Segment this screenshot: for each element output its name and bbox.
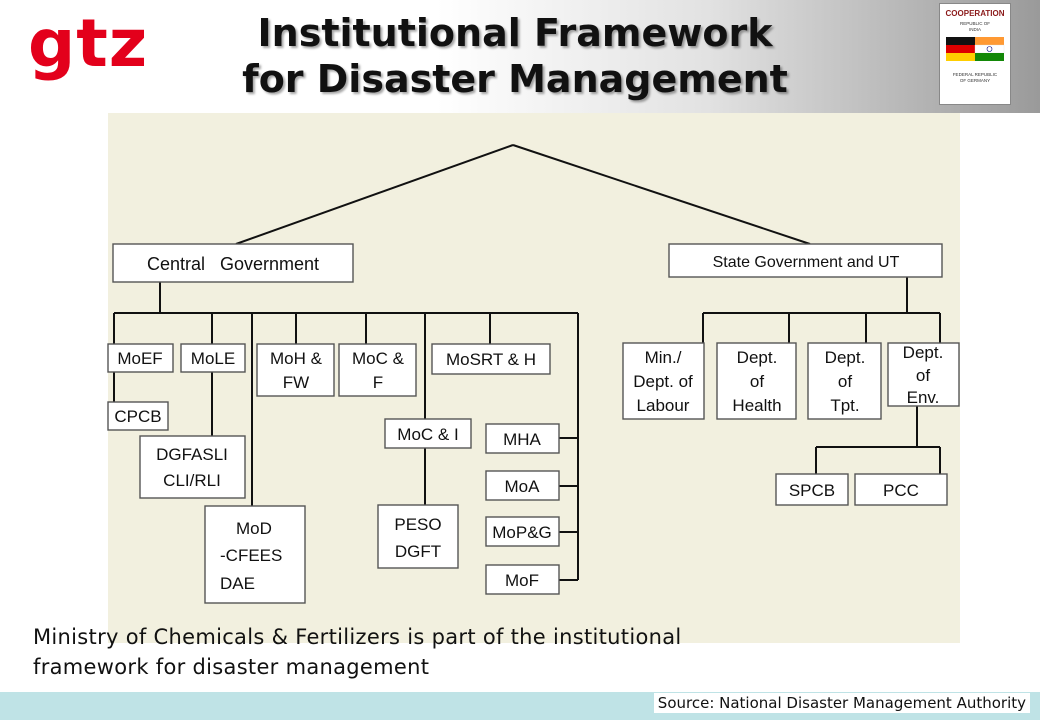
box-mohfw: [256, 343, 335, 397]
label-mod-3: DAE: [220, 574, 255, 593]
label-mopg: MoP&G: [492, 523, 552, 542]
cooperation-badge: COOPERATION REPUBLIC OF INDIA FEDERAL RE…: [939, 3, 1011, 105]
org-boxes: [107, 243, 960, 604]
label-mod-2: -CFEES: [220, 546, 282, 565]
label-health-2: of: [750, 372, 764, 391]
box-mole: [180, 343, 246, 373]
label-mha: MHA: [503, 430, 541, 449]
org-labels: Central Government State Government and …: [114, 254, 943, 593]
box-labour: [622, 342, 705, 420]
label-labour-2: Dept. of: [633, 372, 693, 391]
caption: Ministry of Chemicals & Fertilizers is p…: [33, 622, 933, 682]
label-cpcb: CPCB: [114, 407, 161, 426]
source-credit: Source: National Disaster Management Aut…: [653, 693, 1030, 713]
label-pcc: PCC: [883, 481, 919, 500]
box-mocf: [338, 343, 417, 397]
box-pcc: [854, 473, 948, 506]
box-mof: [485, 564, 560, 595]
badge-bottom-line-2: OF GERMANY: [960, 78, 990, 83]
box-spcb: [775, 473, 849, 506]
badge-bottom-line-1: FEDERAL REPUBLIC: [953, 72, 998, 77]
page-title: Institutional Framework for Disaster Man…: [200, 10, 830, 102]
label-tpt-2: of: [838, 372, 852, 391]
title-line-2: for Disaster Management: [242, 57, 788, 101]
gtz-logo: gtz: [28, 5, 149, 82]
title-line-1: Institutional Framework: [257, 11, 773, 55]
label-moa: MoA: [505, 477, 541, 496]
label-env-1: Dept.: [903, 343, 944, 362]
box-mosrth: [431, 343, 551, 375]
label-mocf-1: MoC &: [352, 349, 405, 368]
box-mopg: [485, 516, 560, 547]
label-mocf-2: F: [373, 373, 383, 392]
label-mof: MoF: [505, 571, 539, 590]
label-peso-2: DGFT: [395, 542, 441, 561]
box-tpt: [807, 342, 882, 420]
label-labour-3: Labour: [637, 396, 690, 415]
label-state-government: State Government and UT: [713, 254, 900, 271]
label-dgfasli-2: CLI/RLI: [163, 471, 221, 490]
box-moa: [485, 470, 560, 501]
label-moci: MoC & I: [397, 425, 458, 444]
label-peso-1: PESO: [394, 515, 441, 534]
label-labour-1: Min./: [645, 348, 682, 367]
label-mohfw-1: MoH &: [270, 349, 323, 368]
label-moef: MoEF: [117, 349, 162, 368]
label-mole: MoLE: [191, 349, 235, 368]
box-moci: [384, 418, 472, 449]
badge-heading: COOPERATION: [946, 9, 1005, 18]
badge-top-line-1: REPUBLIC OF: [960, 21, 990, 26]
box-mod: [204, 505, 306, 604]
caption-line-1: Ministry of Chemicals & Fertilizers is p…: [33, 625, 682, 649]
cooperation-flags-icon: COOPERATION REPUBLIC OF INDIA FEDERAL RE…: [946, 9, 1005, 83]
box-env: [887, 342, 960, 407]
box-health: [716, 342, 797, 420]
label-tpt-1: Dept.: [825, 348, 866, 367]
header-band: [0, 0, 1040, 113]
box-cpcb: [107, 401, 169, 431]
label-mosrth: MoSRT & H: [446, 350, 536, 369]
label-health-1: Dept.: [737, 348, 778, 367]
label-env-2: of: [916, 366, 930, 385]
box-central-government: [112, 243, 354, 283]
label-central-government: Central Government: [147, 254, 319, 274]
label-dgfasli-1: DGFASLI: [156, 445, 228, 464]
label-env-3: Env.: [907, 388, 940, 407]
caption-line-2: framework for disaster management: [33, 655, 430, 679]
label-health-3: Health: [732, 396, 781, 415]
box-dgfasli: [139, 435, 246, 499]
box-moef: [107, 343, 174, 373]
badge-top-line-2: INDIA: [969, 27, 981, 32]
box-mha: [485, 423, 560, 454]
label-mohfw-2: FW: [283, 373, 309, 392]
label-mod-1: MoD: [236, 519, 272, 538]
box-state-government: [668, 243, 943, 278]
label-spcb: SPCB: [789, 481, 835, 500]
label-tpt-3: Tpt.: [830, 396, 859, 415]
box-peso: [377, 504, 459, 569]
